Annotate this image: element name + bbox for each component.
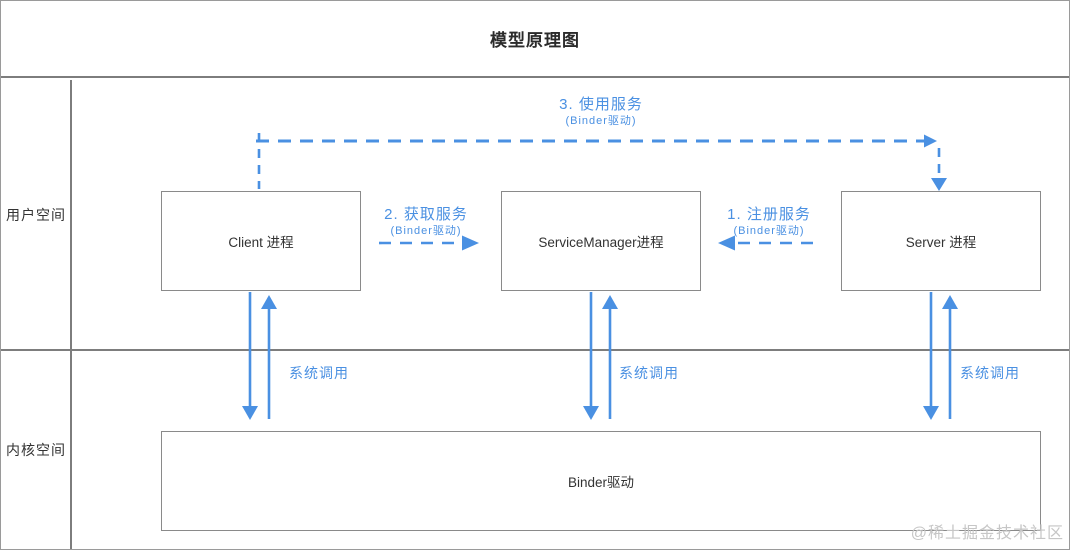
space-boundary-line [1, 349, 1069, 351]
use-service-connector [256, 133, 947, 191]
syscall-down-arrowhead-icon [242, 406, 258, 420]
service-manager-process-label: ServiceManager进程 [538, 235, 664, 250]
use-service-label: 3. 使用服务 [559, 96, 643, 113]
register-service-sublabel: (Binder驱动) [733, 225, 805, 237]
syscall-arrows-server [923, 292, 958, 420]
syscall-down-arrowhead-icon [923, 406, 939, 420]
syscall-up-arrowhead-icon [942, 295, 958, 309]
binder-driver-label: Binder驱动 [567, 475, 635, 490]
syscall-label-service-manager: 系统调用 [619, 365, 679, 381]
server-process-box: Server 进程 [841, 191, 1041, 291]
watermark: @稀土掘金技术社区 [910, 525, 1064, 542]
syscall-label-client: 系统调用 [289, 365, 349, 381]
syscall-down-arrowhead-icon [583, 406, 599, 420]
syscall-arrows-client [242, 292, 277, 420]
user-space-label: 用户空间 [6, 206, 66, 223]
lane-column-divider [70, 80, 72, 549]
syscall-arrows-service-manager [583, 292, 618, 420]
register-service-label: 1. 注册服务 [727, 206, 811, 223]
get-service-label: 2. 获取服务 [384, 206, 468, 223]
syscall-up-arrowhead-icon [261, 295, 277, 309]
server-process-label: Server 进程 [905, 235, 977, 250]
get-service-sublabel: (Binder驱动) [390, 225, 462, 237]
title-row: 模型原理图 [1, 1, 1069, 78]
client-process-box: Client 进程 [161, 191, 361, 291]
client-process-label: Client 进程 [228, 235, 294, 250]
use-service-down-arrowhead-icon [931, 178, 947, 191]
binder-driver-box: Binder驱动 [161, 431, 1041, 531]
page-title: 模型原理图 [490, 31, 580, 50]
use-service-sublabel: (Binder驱动) [565, 115, 637, 127]
service-manager-process-box: ServiceManager进程 [501, 191, 701, 291]
syscall-label-server: 系统调用 [960, 365, 1020, 381]
use-service-corner-arrowhead-icon [924, 134, 937, 148]
syscall-up-arrowhead-icon [602, 295, 618, 309]
kernel-space-label: 内核空间 [6, 442, 66, 458]
